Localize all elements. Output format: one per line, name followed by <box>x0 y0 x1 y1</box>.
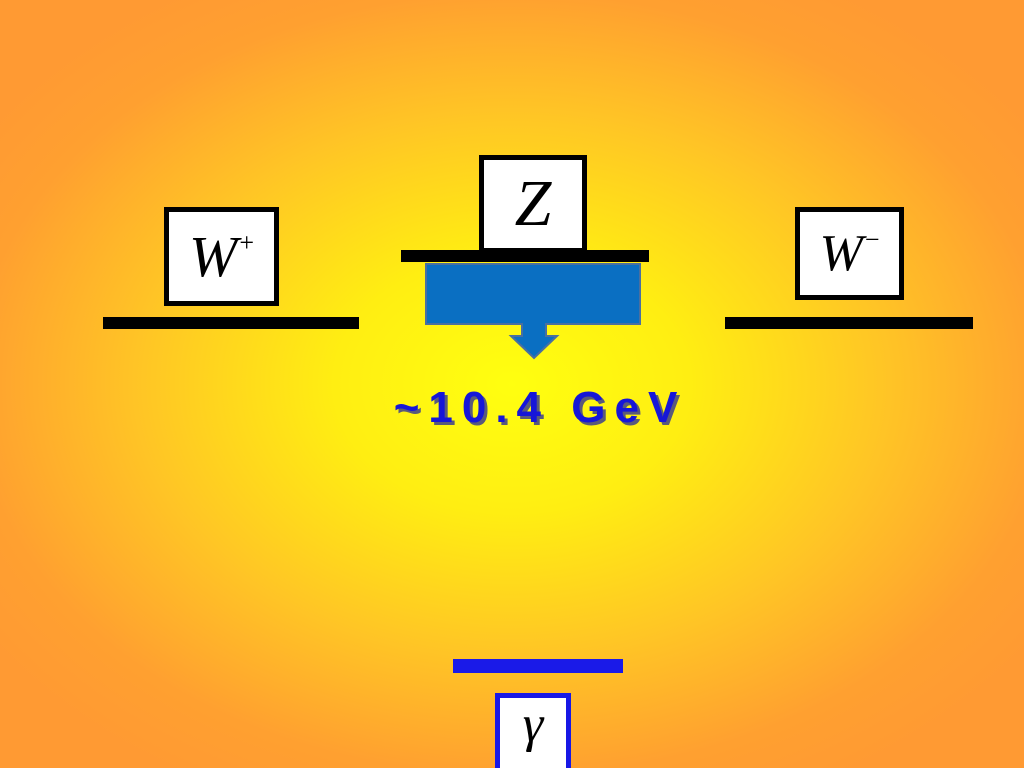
z-label: Z <box>479 155 587 253</box>
w-minus-label: W− <box>795 207 904 300</box>
down-arrow-icon <box>425 263 641 360</box>
gamma-symbol: γ <box>522 695 544 753</box>
w-plus-symbol: W <box>189 224 238 289</box>
w-minus-charge: − <box>864 224 880 254</box>
w-minus-symbol: W <box>819 225 863 282</box>
w-plus-level-line <box>103 317 359 329</box>
energy-gap-label: ~10.4 GeV <box>393 383 687 432</box>
photon-label: γ <box>495 693 571 768</box>
z-symbol: Z <box>514 167 552 240</box>
w-plus-charge: + <box>239 227 254 257</box>
z-level-line <box>401 250 649 262</box>
w-plus-label: W+ <box>164 207 279 306</box>
down-arrow-shape <box>425 263 641 360</box>
w-minus-level-line <box>725 317 973 329</box>
photon-level-line <box>453 659 623 673</box>
